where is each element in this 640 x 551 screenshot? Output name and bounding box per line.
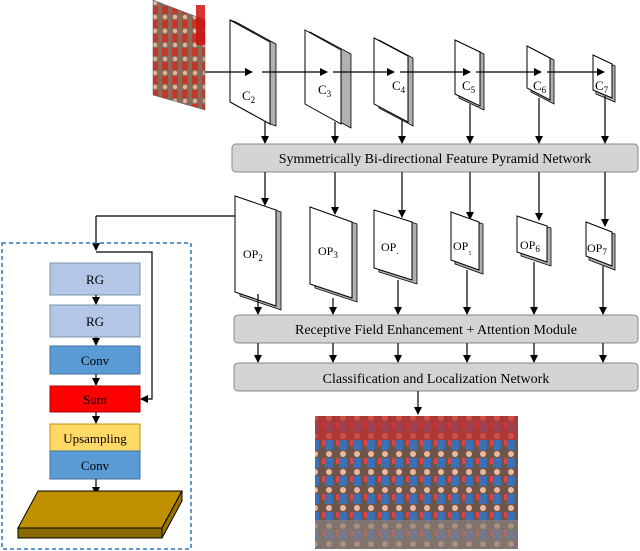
op-to-rfe-arrows (254, 262, 607, 315)
conv2-label: Conv (81, 458, 110, 473)
conv-block-1: Conv (49, 345, 141, 375)
rg1-label: RG (86, 272, 104, 287)
c2-label: C2 (242, 88, 255, 105)
op4-label: OP. (381, 240, 399, 256)
conv1-label: Conv (81, 353, 110, 368)
backbone-to-fpn-arrows (261, 96, 609, 144)
side-path (92, 215, 235, 251)
c4-label: C4 (392, 78, 406, 95)
rfe-label: Receptive Field Enhancement + Attention … (295, 323, 577, 338)
rg-block-2: RG (49, 304, 141, 338)
fpn-bar: Symmetrically Bi-directional Feature Pyr… (231, 143, 639, 173)
op7-label: OP7 (587, 241, 607, 257)
output-op3-block: OP3 (309, 206, 358, 303)
c5-label: C5 (462, 78, 476, 95)
rfe-to-cls-arrows (254, 343, 607, 363)
op2-label: OP2 (243, 247, 263, 263)
backbone-c3-block: C3 (304, 29, 352, 129)
output-op5-block: OP₅ (450, 211, 484, 275)
cls-bar: Classification and Localization Network (233, 362, 639, 392)
cls-label: Classification and Localization Network (323, 372, 550, 387)
output-op6-block: OP6 (516, 215, 552, 267)
module-dashed-border (1, 242, 192, 550)
op5-label: OP₅ (453, 239, 471, 255)
backbone-c6-block: C6 (526, 45, 555, 105)
c3-label: C3 (318, 82, 332, 99)
upsampling-label: Upsampling (63, 431, 127, 446)
rg2-label: RG (86, 314, 104, 329)
backbone-c7-block: C7 (592, 54, 616, 103)
output-image (315, 416, 518, 549)
backbone-c4-block: C4 (373, 37, 414, 127)
output-op7-block: OP7 (585, 221, 616, 271)
op6-label: OP6 (520, 238, 540, 254)
input-image (152, 0, 206, 111)
output-op4-block: OP. (373, 209, 418, 285)
fpn-label: Symmetrically Bi-directional Feature Pyr… (279, 152, 592, 167)
module-output-plate (17, 490, 183, 539)
output-op2-block: OP2 (234, 195, 282, 311)
upsampling-block: Upsampling (49, 423, 141, 452)
op3-label: OP3 (318, 244, 338, 260)
fpn-to-op-arrows (261, 172, 609, 227)
rfe-bar: Receptive Field Enhancement + Attention … (233, 314, 639, 344)
backbone-c5-block: C5 (454, 39, 485, 111)
backbone-c2-block: C2 (229, 19, 277, 127)
c6-label: C6 (533, 78, 547, 95)
sum-label: Sum (83, 392, 107, 407)
c7-label: C7 (595, 78, 609, 95)
conv-block-2: Conv (49, 450, 141, 480)
sum-block: Sum (49, 385, 141, 413)
rg-block-1: RG (49, 262, 141, 296)
